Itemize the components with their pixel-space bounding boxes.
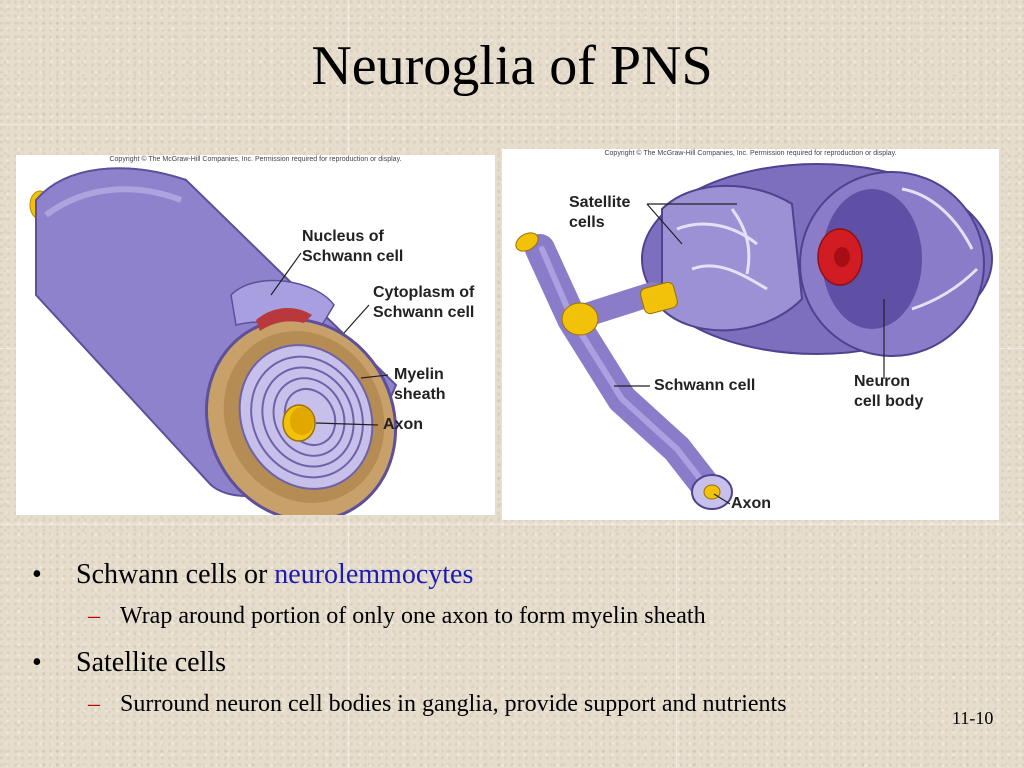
texture-line [0, 524, 1024, 525]
sub-bullet-dash: – [88, 691, 100, 717]
label-nucleus-of-schwann-cell: Nucleus of Schwann cell [302, 228, 404, 265]
satellite-cell-figure: Copyright © The McGraw-Hill Companies, I… [502, 149, 999, 520]
bullet-text: Satellite cells [76, 647, 227, 678]
slide-title: Neuroglia of PNS [311, 35, 713, 97]
copyright-notice: Copyright © The McGraw-Hill Companies, I… [109, 156, 402, 163]
label-schwann-cell: Schwann cell [654, 377, 756, 394]
copyright-notice: Copyright © The McGraw-Hill Companies, I… [604, 150, 897, 157]
sub-bullet-text: Wrap around portion of only one axon to … [120, 603, 706, 629]
sub-bullet-text: Surround neuron cell bodies in ganglia, … [120, 691, 787, 717]
sub-bullet-dash: – [88, 603, 100, 629]
schwann-cell-figure: Copyright © The McGraw-Hill Companies, I… [16, 155, 495, 515]
label-axon: Axon [731, 495, 771, 512]
slide-number: 11-10 [952, 708, 994, 728]
bullet-dot: • [32, 559, 42, 590]
label-myelin-sheath: Myelin sheath [394, 366, 446, 403]
neuron-cell-body-illustration [515, 163, 993, 510]
bullet-text: Schwann cells or [76, 559, 275, 590]
bullet-dot: • [32, 647, 42, 678]
label-neuron-cell-body: Neuron cell body [854, 373, 924, 410]
texture-line [0, 124, 1024, 125]
sub-bullet-satellite: – Surround neuron cell bodies in ganglia… [32, 689, 932, 719]
myelin-sheath-illustration [29, 167, 398, 515]
bullet-satellite-cells: • Satellite cells [32, 645, 932, 681]
sub-bullet-schwann: – Wrap around portion of only one axon t… [32, 601, 932, 631]
bullet-schwann-cells: • Schwann cells or neurolemmocytes [32, 557, 932, 593]
label-satellite-cells: Satellite cells [569, 194, 631, 231]
bullet-list: • Schwann cells or neurolemmocytes – Wra… [32, 557, 932, 733]
label-cytoplasm-of-schwann-cell: Cytoplasm of Schwann cell [373, 284, 475, 321]
bullet-highlight: neurolemmocytes [274, 559, 474, 590]
label-axon: Axon [383, 416, 423, 433]
